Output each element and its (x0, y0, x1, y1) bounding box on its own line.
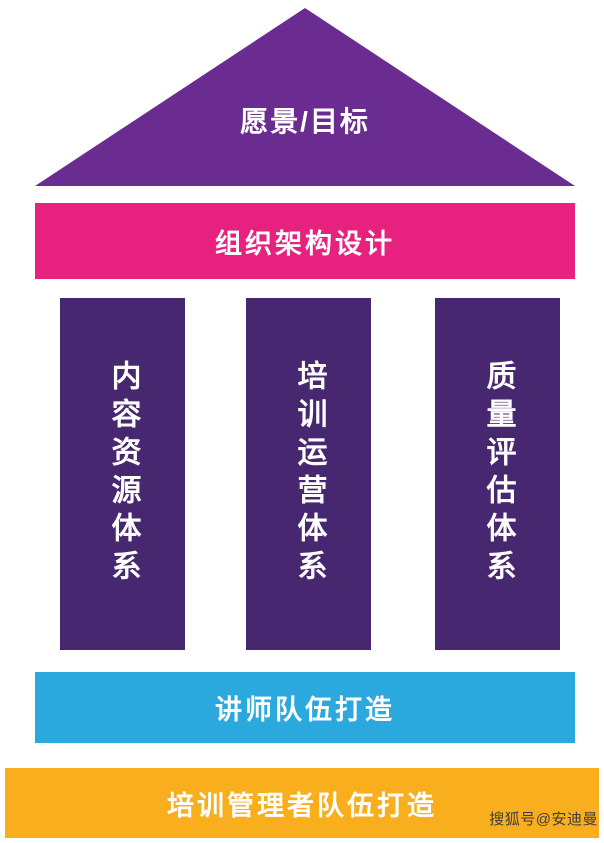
org-structure-label: 组织架构设计 (215, 228, 395, 259)
training-manager-team-label: 培训管理者队伍打造 (167, 790, 437, 821)
pillar-quality-evaluation-label: 质量评估体系 (481, 360, 515, 588)
roof-triangle: 愿景/目标 (35, 8, 575, 186)
pillar-training-operations-label: 培训运营体系 (292, 360, 326, 588)
vision-goal-label: 愿景/目标 (240, 106, 370, 137)
training-manager-team-bar: 培训管理者队伍打造 (5, 768, 599, 838)
pillar-quality-evaluation-system: 质量评估体系 (435, 298, 560, 650)
org-structure-bar: 组织架构设计 (35, 203, 575, 279)
pillar-content-resource-system: 内容资源体系 (60, 298, 185, 650)
instructor-team-label: 讲师队伍打造 (215, 695, 395, 725)
pillar-training-operations-system: 培训运营体系 (246, 298, 371, 650)
pillar-content-resource-label: 内容资源体系 (106, 360, 140, 588)
instructor-team-bar: 讲师队伍打造 (35, 672, 575, 743)
watermark-text: 搜狐号@安迪曼 (489, 811, 598, 828)
